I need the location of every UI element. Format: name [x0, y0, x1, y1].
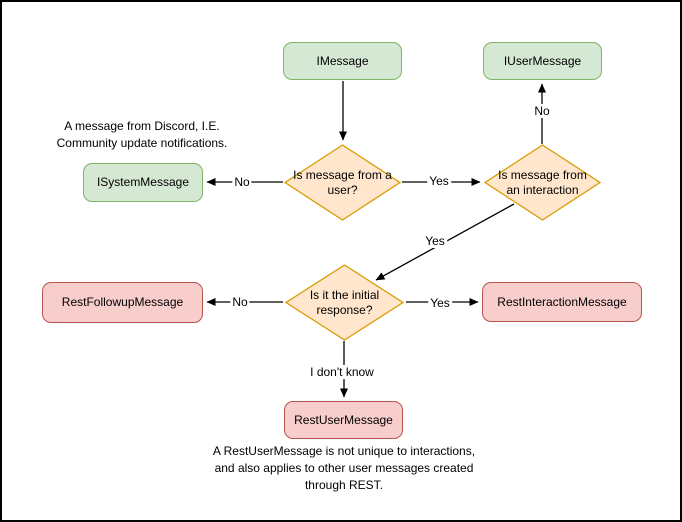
node-iusermessage-label: IUserMessage — [503, 53, 582, 68]
note-rest-user-message: A RestUserMessage is not unique to inter… — [212, 444, 476, 492]
node-restusermessage: RestUserMessage — [284, 401, 403, 439]
node-is-initial-response: Is it the initial response? — [285, 264, 404, 341]
diamond-shape — [484, 144, 601, 221]
note-system-message: A message from Discord, I.E. Community u… — [56, 119, 228, 150]
edge-label-interaction-no: No — [532, 104, 552, 118]
node-isystemmessage-label: ISystemMessage — [96, 175, 190, 189]
edge-label-interaction-yes: Yes — [423, 234, 447, 248]
node-is-message-from-interaction-label: Is message from an interaction — [498, 167, 587, 197]
node-is-message-from-user-label: Is message from a user? — [293, 167, 392, 197]
node-restfollowupmessage-label: RestFollowupMessage — [61, 295, 184, 309]
diamond-shape — [284, 144, 401, 221]
node-imessage-label: IMessage — [316, 53, 369, 68]
edge-label-user-no: No — [232, 175, 252, 189]
edge-label-initial-yes: Yes — [428, 296, 452, 310]
node-is-message-from-interaction: Is message from an interaction — [484, 144, 601, 221]
edge-label-initial-unknown: I don't know — [308, 365, 376, 379]
node-imessage: IMessage — [283, 42, 402, 80]
node-restinteractionmessage-label: RestInteractionMessage — [497, 294, 627, 309]
diamond-shape — [285, 264, 404, 341]
node-restusermessage-label: RestUserMessage — [294, 412, 393, 427]
node-is-initial-response-label: Is it the initial response? — [309, 287, 380, 317]
node-restinteractionmessage: RestInteractionMessage — [482, 282, 642, 322]
node-iusermessage: IUserMessage — [483, 42, 602, 80]
edge-label-initial-no: No — [230, 295, 250, 309]
node-is-message-from-user: Is message from a user? — [284, 144, 401, 221]
node-restfollowupmessage: RestFollowupMessage — [42, 282, 203, 323]
edge-label-user-yes: Yes — [427, 174, 451, 188]
node-isystemmessage: ISystemMessage — [83, 163, 203, 202]
